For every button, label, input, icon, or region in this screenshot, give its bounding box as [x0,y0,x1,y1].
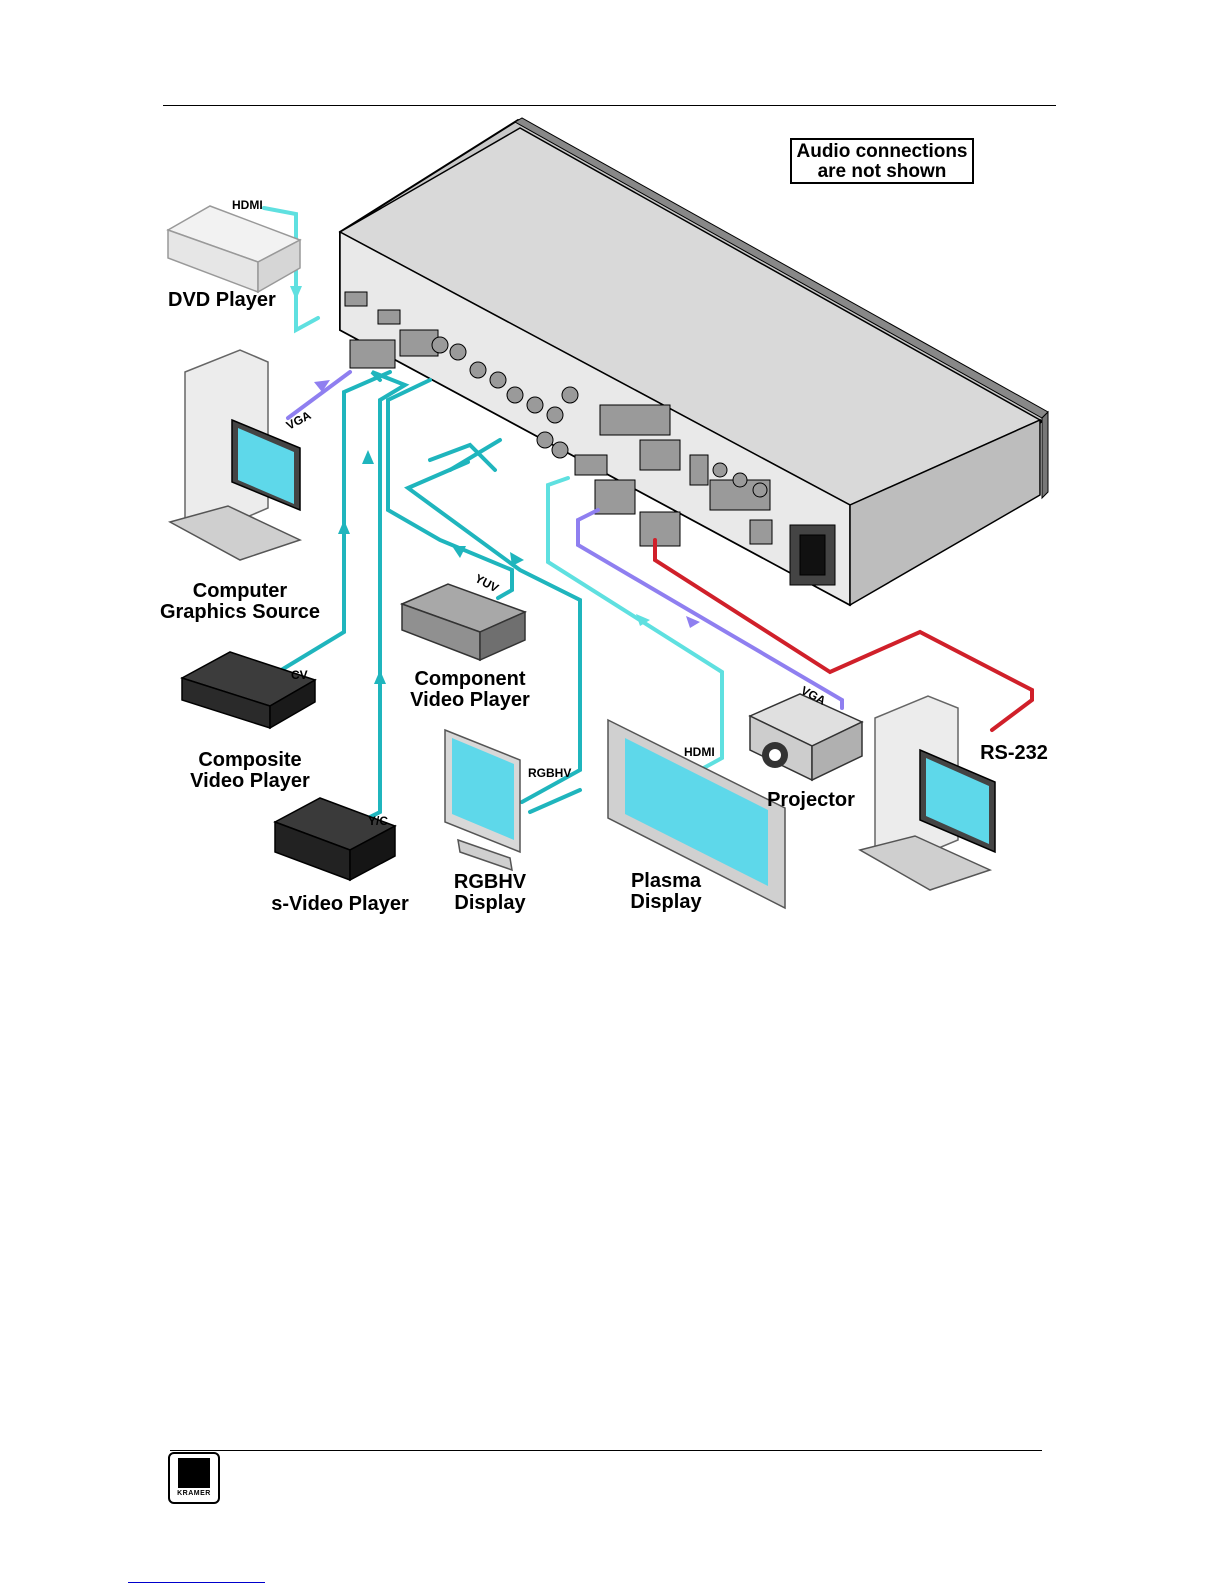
rs232-label: RS-232 [980,742,1048,764]
main-unit [340,118,1048,605]
hdmi-in-label: HDMI [232,198,263,212]
plasma-display-label-1: Plasma [631,870,702,892]
component-player-label-2: Video Player [410,689,530,711]
computer-source-illustration [170,350,300,560]
cv-label: CV [291,668,308,682]
yc-label: Y/C [368,814,388,828]
kramer-logo-text: KRAMER [170,1490,218,1497]
bottom-link-rule [128,1582,265,1583]
plasma-display-label-2: Display [630,891,702,913]
yuv-label: YUV [473,571,501,595]
kramer-logo: KRAMER [168,1452,220,1504]
rgbhv-label: RGBHV [528,766,571,780]
hdmi-out-label: HDMI [684,745,715,759]
kramer-k-mark-icon [178,1458,210,1488]
computer-source-label-1: Computer [193,580,288,602]
component-player-label-1: Component [414,668,525,690]
svideo-player-illustration [275,798,395,880]
dvd-player-illustration [168,206,300,292]
rgbhv-display-label-2: Display [454,892,526,914]
svideo-player-label: s-Video Player [271,893,409,915]
rgbhv-display-illustration [445,730,520,870]
vga-in-label: VGA [284,408,314,433]
projector-label: Projector [767,789,855,811]
vga-in-cable [288,372,350,418]
composite-player-label-2: Video Player [190,770,310,792]
rgbhv-display-label-1: RGBHV [454,871,527,893]
control-pc-illustration [860,696,995,890]
dvd-player-label: DVD Player [168,289,276,311]
computer-source-label-2: Graphics Source [160,601,320,623]
footer-rule [170,1450,1042,1451]
composite-player-label-1: Composite [198,749,301,771]
projector-illustration [750,694,862,780]
